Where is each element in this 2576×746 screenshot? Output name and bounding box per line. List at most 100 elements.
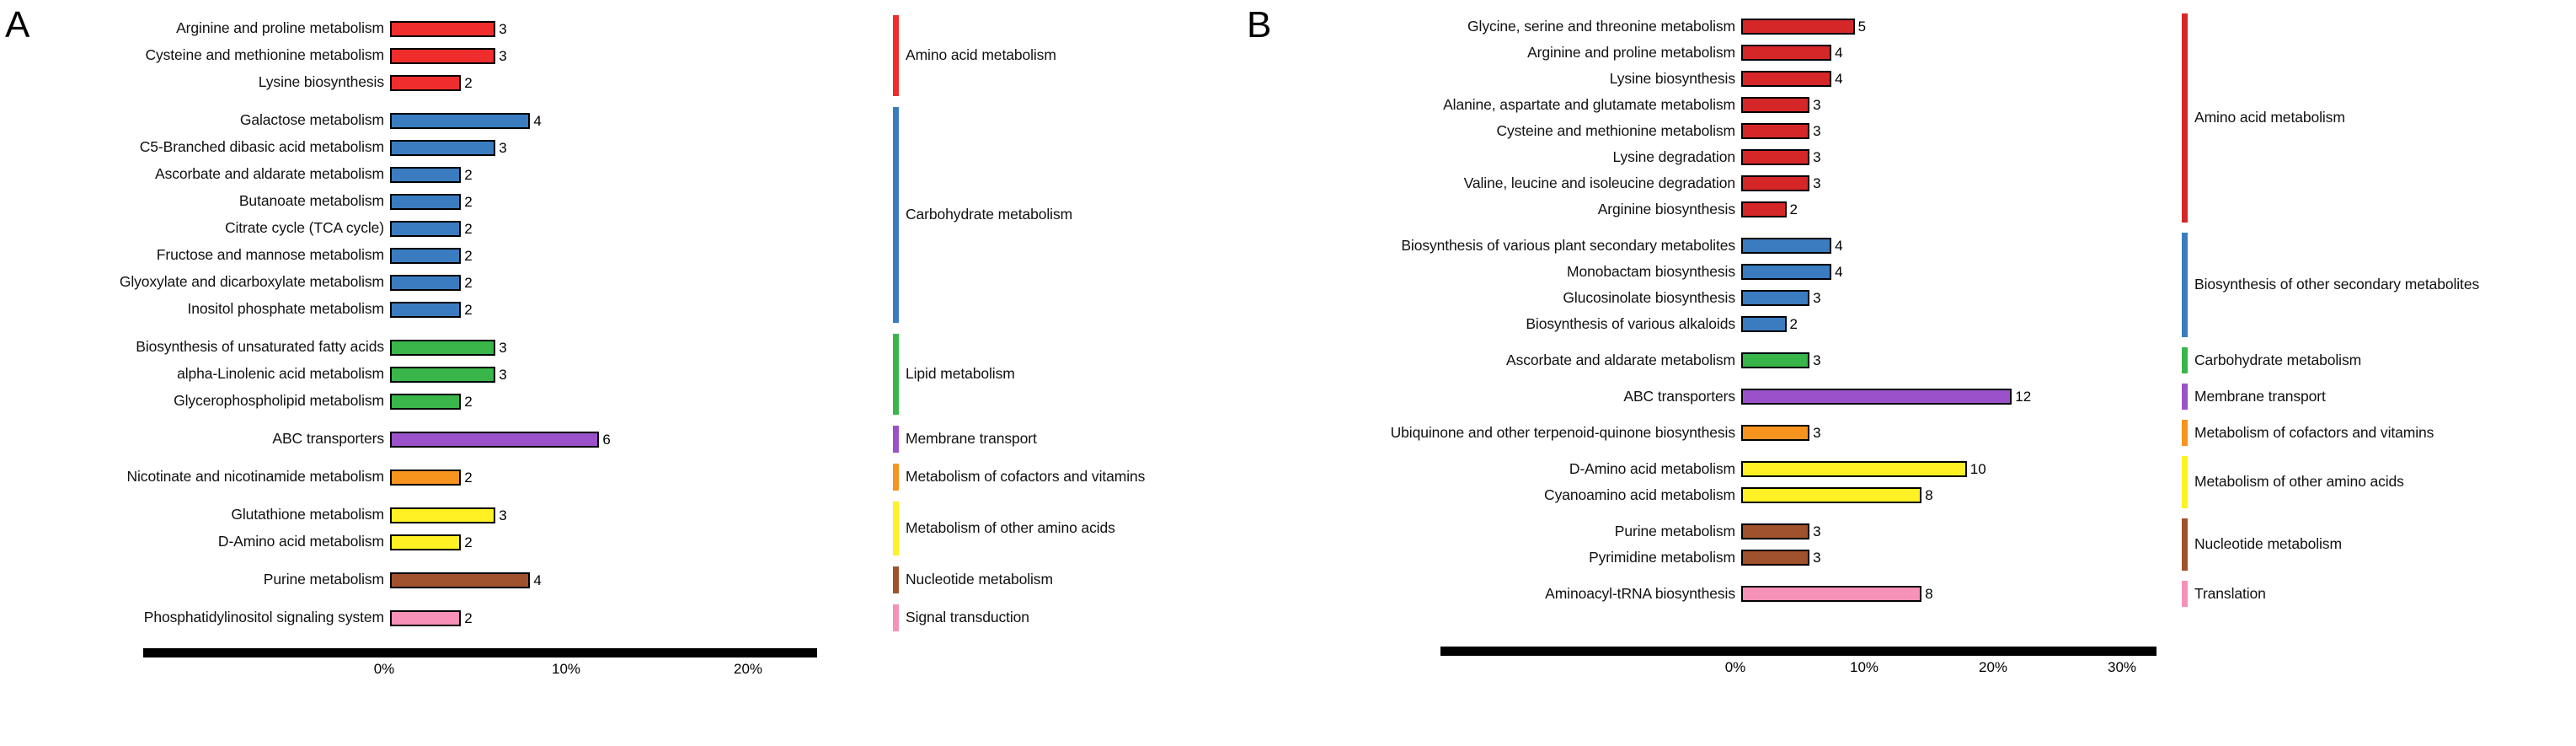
bar-zone: 5	[1741, 19, 1866, 35]
bar	[1741, 97, 1810, 113]
bar-category-label: Cysteine and methionine metabolism	[1496, 121, 1735, 139]
bar-category-label: Nicotinate and nicotinamide metabolism	[126, 468, 384, 486]
bar-value-label: 2	[1789, 201, 1798, 217]
bar	[1741, 71, 1832, 87]
bar	[1741, 19, 1855, 35]
bar-value-label: 2	[464, 301, 473, 318]
bar-value-label: 4	[1835, 238, 1843, 254]
bar	[1741, 461, 1967, 477]
legend-color-swatch	[2182, 384, 2188, 410]
bar-row: Lysine biosynthesis 4	[1264, 66, 2156, 92]
bar-zone: 8	[1741, 487, 1933, 503]
bar-category-label: Cysteine and methionine metabolism	[145, 46, 384, 64]
bar-category-label: Fructose and mannose metabolism	[156, 246, 384, 264]
legend-color-swatch	[2182, 13, 2188, 223]
bar-value-label: 8	[1925, 487, 1933, 503]
bar-zone: 3	[390, 507, 507, 523]
bar-value-label: 2	[464, 393, 473, 410]
bar-category-label: Arginine and proline metabolism	[176, 19, 384, 37]
bar-value-label: 12	[2015, 389, 2032, 405]
bar-value-label: 3	[1813, 290, 1821, 306]
bar	[1741, 290, 1810, 306]
legend-label: Amino acid metabolism	[2194, 109, 2345, 126]
bar	[1741, 123, 1810, 139]
bar-value-label: 5	[1857, 19, 1867, 35]
bar	[1741, 389, 2012, 405]
legend-label: Metabolism of other amino acids	[2194, 473, 2404, 491]
bar	[390, 166, 462, 183]
legend-color-swatch	[893, 502, 899, 555]
bar-zone: 2	[390, 301, 473, 318]
bar	[1741, 586, 1922, 602]
bar-value-label: 2	[464, 247, 473, 264]
bar-category-label: Lysine degradation	[1612, 148, 1736, 165]
bar-value-label: 3	[499, 47, 507, 64]
bar-zone: 2	[1741, 201, 1798, 217]
bar-value-label: 3	[1813, 352, 1821, 368]
legend-item: Translation	[2182, 581, 2266, 607]
bar	[390, 247, 462, 264]
bar	[390, 220, 462, 237]
bar-category-label: Glucosinolate biosynthesis	[1563, 288, 1735, 306]
legend-color-swatch	[893, 566, 899, 593]
x-tick-label: 0%	[373, 661, 395, 677]
legend-color-swatch	[893, 15, 899, 96]
bar	[390, 339, 496, 356]
bar-value-label: 6	[602, 431, 611, 448]
bar	[390, 507, 496, 523]
bar-row: Glycine, serine and threonine metabolism…	[1264, 13, 2156, 40]
panel-b-letter: B	[1247, 4, 1272, 46]
bar-category-label: Purine metabolism	[263, 571, 384, 588]
legend-color-swatch	[2182, 518, 2188, 571]
bar-value-label: 3	[499, 507, 507, 523]
bar	[390, 534, 462, 550]
bar	[1741, 316, 1787, 332]
bar	[1741, 201, 1787, 217]
legend-color-swatch	[2182, 347, 2188, 373]
bar-category-label: Lysine biosynthesis	[1609, 69, 1735, 87]
bar-zone: 3	[1741, 175, 1821, 191]
bar-category-label: Biosynthesis of various plant secondary …	[1401, 236, 1735, 254]
bar-category-label: Butanoate metabolism	[238, 192, 384, 210]
bar-value-label: 2	[464, 74, 473, 91]
bar	[1741, 149, 1810, 165]
bar-category-label: Ascorbate and aldarate metabolism	[155, 165, 384, 183]
bar-category-label: Glycerophospholipid metabolism	[174, 392, 384, 410]
bar-zone: 2	[390, 534, 473, 550]
bar-value-label: 4	[1835, 71, 1843, 87]
bar	[390, 301, 462, 318]
bar-zone: 4	[1741, 45, 1843, 61]
bar	[1741, 523, 1810, 539]
legend-label: Nucleotide metabolism	[2194, 535, 2342, 553]
bar-value-label: 2	[464, 609, 473, 626]
bar-zone: 2	[390, 393, 473, 410]
bar-category-label: Glutathione metabolism	[231, 506, 384, 523]
bar-zone: 3	[390, 139, 507, 156]
legend-item: Nucleotide metabolism	[893, 566, 1053, 593]
bar-zone: 3	[1741, 97, 1821, 113]
bar-zone: 3	[1741, 352, 1821, 368]
bar-category-label: Arginine biosynthesis	[1597, 200, 1735, 217]
bar-category-label: ABC transporters	[272, 430, 384, 448]
bar-zone: 8	[1741, 586, 1933, 602]
bar-category-label: Ubiquinone and other terpenoid-quinone b…	[1390, 423, 1735, 441]
legend-item: Metabolism of other amino acids	[893, 502, 1115, 555]
bar-zone: 2	[390, 220, 473, 237]
bar-category-label: Pyrimidine metabolism	[1589, 548, 1735, 566]
legend-item: Biosynthesis of other secondary metaboli…	[2182, 233, 2479, 337]
